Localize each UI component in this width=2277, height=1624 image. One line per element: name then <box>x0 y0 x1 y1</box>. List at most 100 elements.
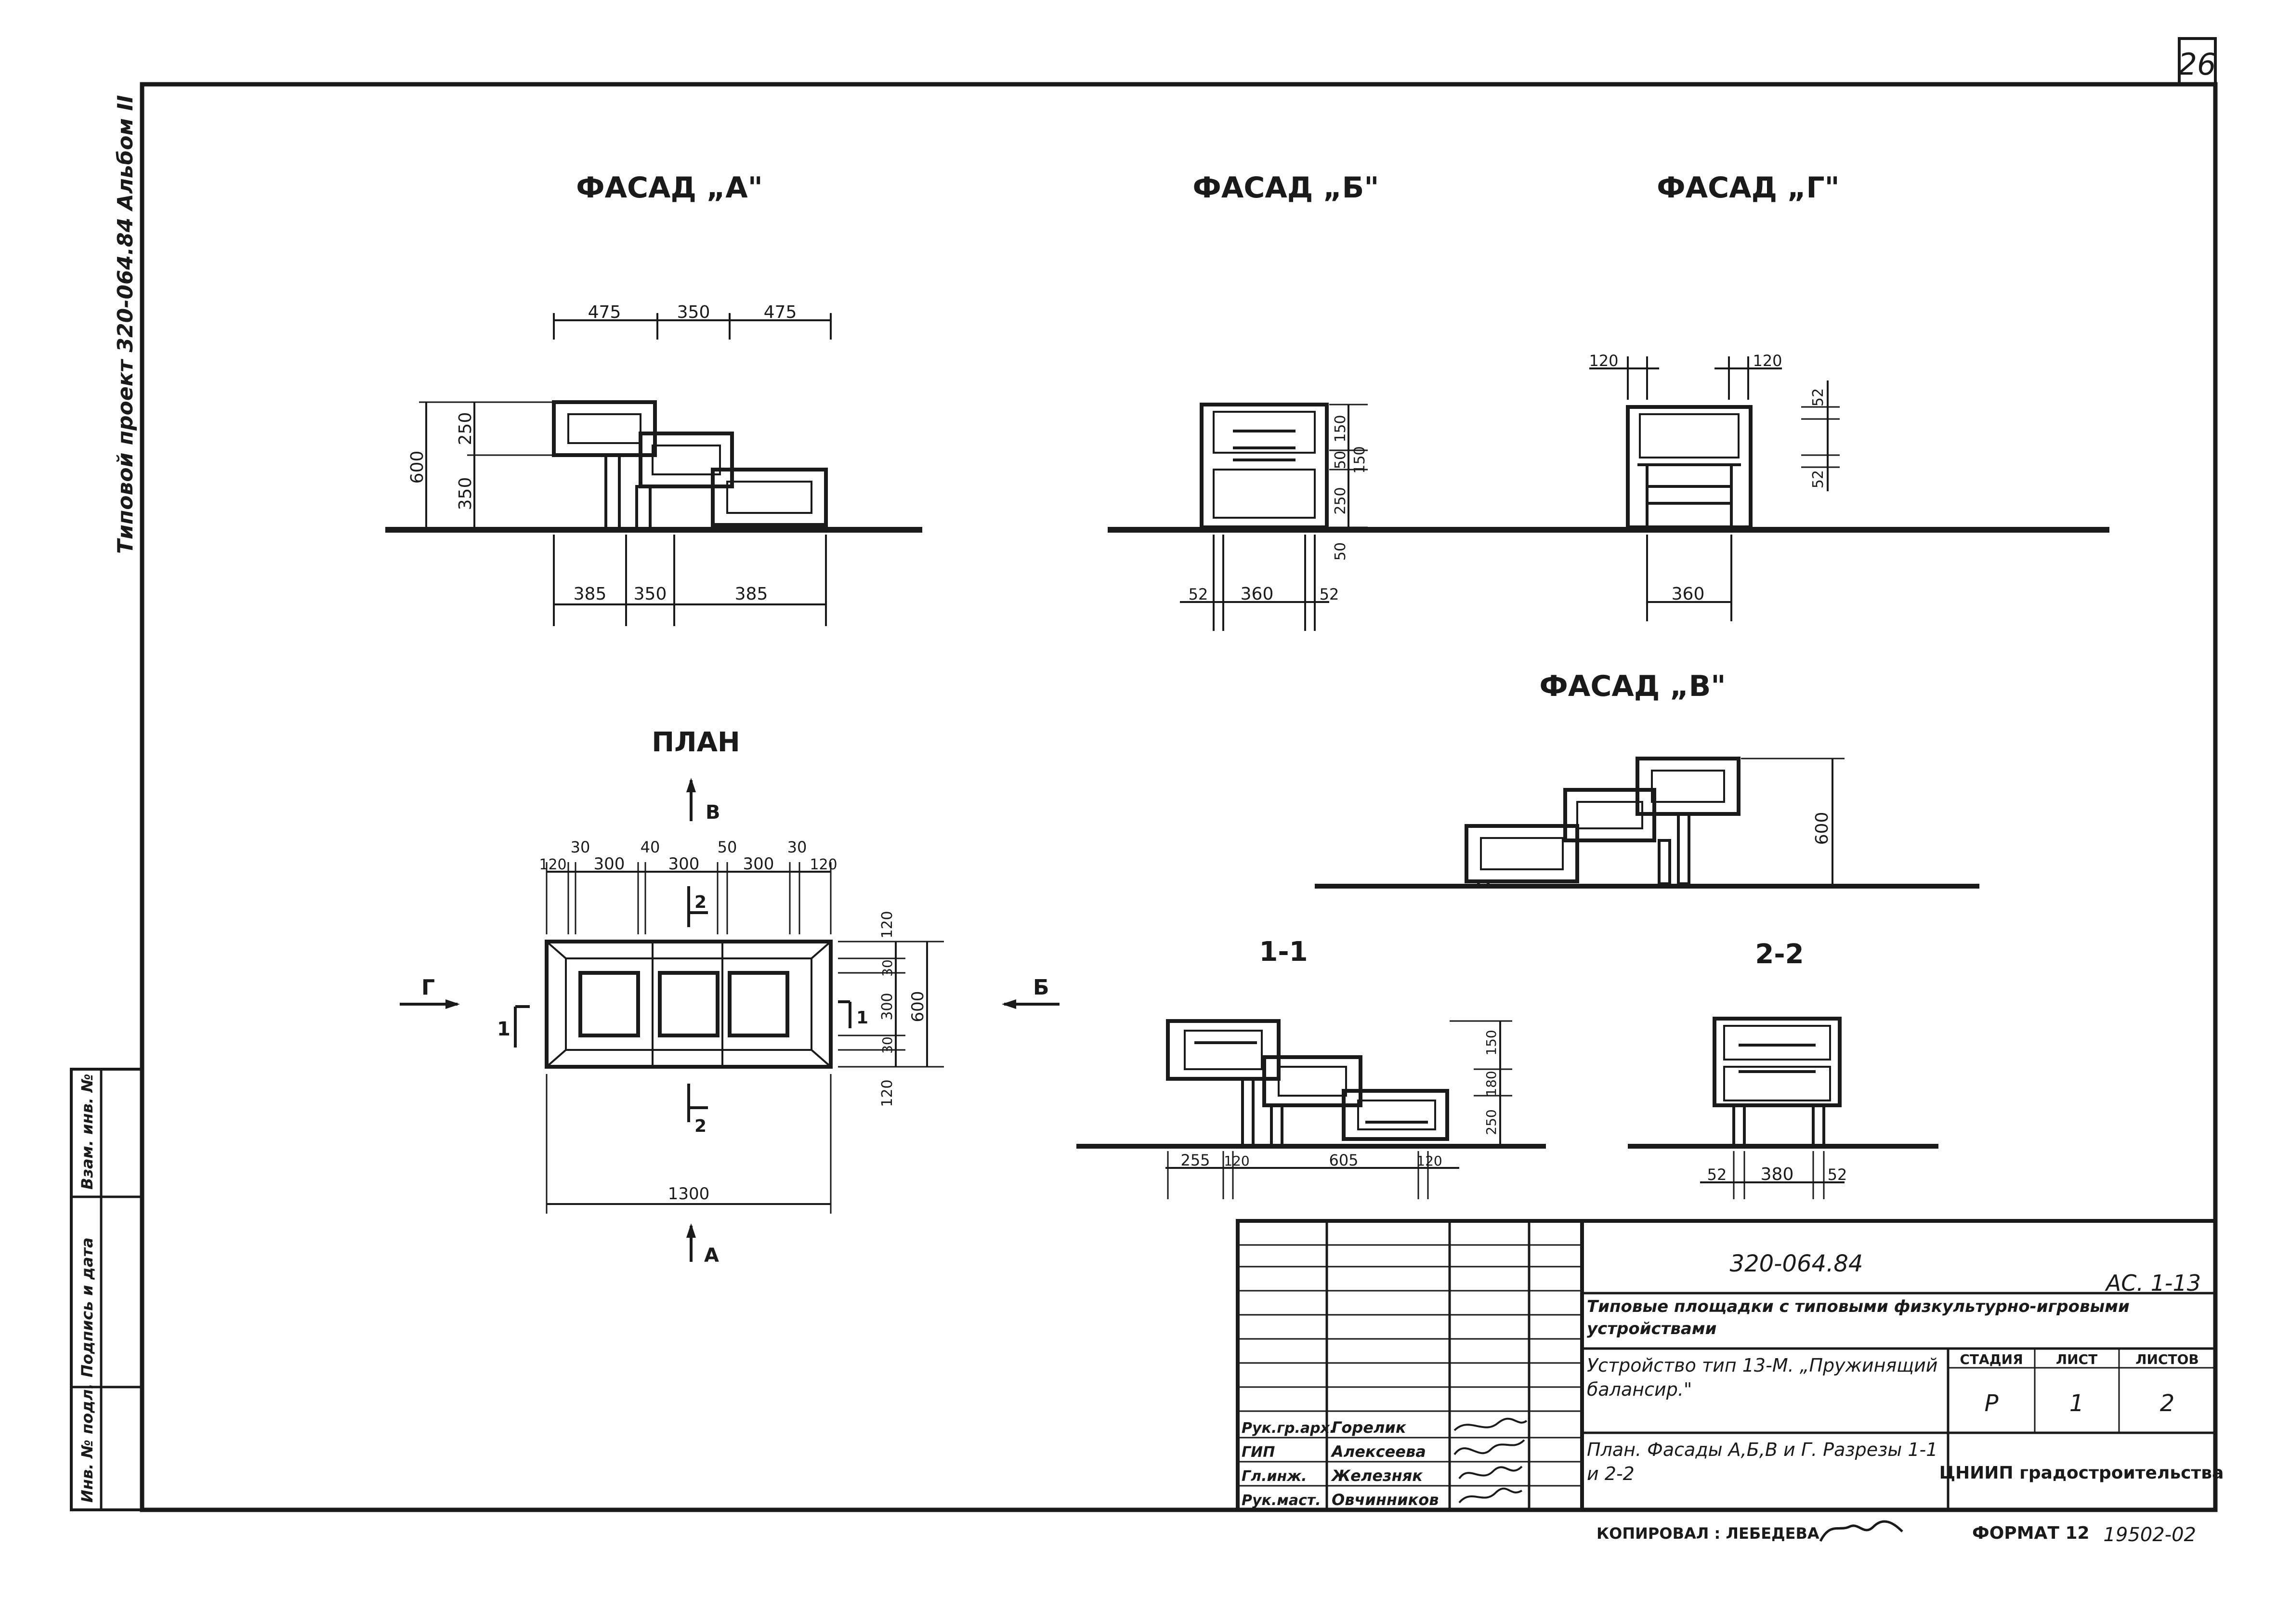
section-2-2-dim-bottom-2: 380 <box>1761 1165 1794 1184</box>
facade-g-dim-bottom: 360 <box>1672 584 1705 604</box>
role-4-name: Овчинников <box>1332 1491 1439 1509</box>
plan-mark-2-top: 2 <box>694 892 707 912</box>
plan-dim-overall-right: 600 <box>908 991 928 1022</box>
section-2-2-dim-bottom-3: 52 <box>1828 1166 1847 1184</box>
facade-g-title: ФАСАД „Г" <box>1657 171 1840 205</box>
plan-mark-b: Б <box>1033 975 1049 1000</box>
plan-dim-right-120b: 120 <box>879 1079 896 1107</box>
facade-b-dim-right-2: 50 <box>1332 451 1349 469</box>
plan-dim-top-50: 50 <box>718 838 737 856</box>
role-1-name: Горелик <box>1332 1418 1407 1437</box>
plan-title: ПЛАН <box>652 727 740 758</box>
signature-4 <box>1458 1487 1523 1504</box>
sheet-value: 1 <box>2069 1390 2084 1417</box>
section-1-1-dim-bottom-1: 255 <box>1180 1151 1210 1169</box>
facade-a-title: ФАСАД „А" <box>576 171 763 205</box>
stage-value: Р <box>1985 1390 1999 1417</box>
sheets-header: ЛИСТОВ <box>2135 1351 2198 1367</box>
drawing-frame <box>140 82 2218 1512</box>
plan-mark-1-left: 1 <box>497 1018 510 1040</box>
facade-g-dim-top-2: 120 <box>1753 352 1782 370</box>
facade-a-dim-bottom-2: 350 <box>634 584 667 604</box>
plan-dim-top-300a: 300 <box>594 854 625 874</box>
device-box: Устройство тип 13-М. „Пружинящий баланси… <box>1587 1355 1937 1400</box>
section-1-1-title: 1-1 <box>1259 936 1308 968</box>
section-1-1-dim-right-3: 250 <box>1483 1109 1499 1135</box>
section-1-1-dim-bottom-4: 120 <box>1416 1153 1442 1169</box>
plan-dim-top-40: 40 <box>641 838 660 856</box>
sheet-content: План. Фасады А,Б,В и Г. Разрезы 1-1 и 2-… <box>1587 1439 1938 1484</box>
signature-2 <box>1453 1439 1525 1455</box>
plan-mark-1-right: 1 <box>856 1008 868 1028</box>
facade-a-dim-left-600: 600 <box>407 451 427 484</box>
sheet-header: ЛИСТ <box>2056 1351 2097 1367</box>
facade-a-dim-left-350: 350 <box>456 477 475 511</box>
plan-dim-right-30a: 30 <box>879 959 895 977</box>
section-2-2: 2-2 52 380 52 <box>1628 939 1938 1199</box>
copied-signature <box>1819 1520 1903 1542</box>
role-3-name: Железняк <box>1331 1467 1423 1485</box>
title-block: Рук.гр.арх. Горелик ГИП Алексеева Гл.инж… <box>1236 1219 2224 1512</box>
facade-v: ФАСАД „В" 600 <box>1315 669 1979 889</box>
facade-b-title: ФАСАД „Б" <box>1192 171 1379 205</box>
facade-b-dim-right-3: 150 <box>1351 446 1368 473</box>
content-box: План. Фасады А,Б,В и Г. Разрезы 1-1 и 2-… <box>1587 1439 1938 1484</box>
page-number-box <box>2178 37 2217 86</box>
plan-dim-right-120a: 120 <box>879 911 896 938</box>
plan-dim-top-30b: 30 <box>787 838 807 856</box>
signature-1 <box>1453 1417 1528 1431</box>
project-code: 320-064.84 <box>1730 1250 1863 1277</box>
sheets-value: 2 <box>2160 1390 2175 1417</box>
facade-b: ФАСАД „Б" 150 50 150 250 50 52 360 52 <box>1108 171 2109 631</box>
plan-dim-top-120a: 120 <box>539 856 566 873</box>
section-1-1: 1-1 150 180 250 255 120 605 120 <box>1076 936 1546 1199</box>
description-box: Типовые площадки с типовыми физкультурно… <box>1587 1297 2130 1338</box>
side-project-label: Типовой проект 320-064.84 Альбом II <box>113 95 138 554</box>
facade-v-title: ФАСАД „В" <box>1539 669 1726 703</box>
organization: ЦНИИП градостроительства <box>1939 1463 2224 1483</box>
facade-b-dim-bottom-1: 52 <box>1189 585 1208 603</box>
format-label: ФОРМАТ 12 <box>1972 1523 2090 1543</box>
role-4-label: Рук.маст. <box>1242 1492 1321 1509</box>
stamp-inv-label: Инв. № подл. <box>78 1383 96 1503</box>
side-stamp: Инв. № подл. Подпись и дата Взам. инв. № <box>70 1068 144 1511</box>
stamp-sign-label: Подпись и дата <box>78 1237 96 1377</box>
sheet-code: АС. 1-13 <box>2105 1270 2201 1296</box>
section-1-1-dim-bottom-2: 120 <box>1224 1153 1249 1169</box>
stage-header: СТАДИЯ <box>1960 1351 2023 1367</box>
facade-a-dim-top-2: 350 <box>677 302 710 322</box>
plan-dim-overall-bottom: 1300 <box>668 1184 710 1204</box>
facade-b-dim-right-1: 150 <box>1332 415 1349 442</box>
plan-dim-top-300c: 300 <box>743 854 774 874</box>
facade-a: ФАСАД „А" 475 350 475 600 250 350 385 35… <box>385 171 922 626</box>
plan-mark-g: Г <box>421 975 435 1000</box>
section-1-1-dim-right-2: 180 <box>1483 1071 1499 1096</box>
role-2-name: Алексеева <box>1330 1442 1426 1461</box>
role-3-label: Гл.инж. <box>1242 1468 1307 1485</box>
facade-b-dim-bottom-2: 360 <box>1241 584 1274 604</box>
facade-g-dim-top-1: 120 <box>1589 352 1618 370</box>
section-2-2-title: 2-2 <box>1755 939 1804 970</box>
facade-a-dim-bottom-1: 385 <box>574 584 607 604</box>
copied-by: КОПИРОВАЛ : ЛЕБЕДЕВА <box>1597 1524 1819 1543</box>
plan-dim-top-300b: 300 <box>668 854 700 874</box>
facade-v-dim-right: 600 <box>1812 812 1832 845</box>
role-1-label: Рук.гр.арх. <box>1242 1420 1335 1437</box>
plan-mark-v: В <box>706 801 720 824</box>
facade-g-dim-right-1: 52 <box>1810 388 1827 406</box>
role-2-label: ГИП <box>1242 1444 1275 1461</box>
plan-mark-a: А <box>704 1244 719 1267</box>
signature-3 <box>1458 1466 1523 1480</box>
plan-dim-right-300: 300 <box>879 993 896 1020</box>
project-description: Типовые площадки с типовыми физкультурно… <box>1587 1297 2130 1338</box>
facade-b-dim-bottom-3: 52 <box>1320 585 1339 603</box>
facade-b-dim-right-4: 250 <box>1332 487 1349 514</box>
facade-a-dim-bottom-3: 385 <box>735 584 768 604</box>
facade-a-dim-top-1: 475 <box>588 302 621 322</box>
page-number: 26 <box>2178 47 2216 82</box>
plan-dim-top-120b: 120 <box>810 856 837 873</box>
plan-dim-right-30b: 30 <box>879 1036 895 1054</box>
section-1-1-dim-right-1: 150 <box>1483 1030 1499 1055</box>
facade-a-dim-top-3: 475 <box>764 302 797 322</box>
